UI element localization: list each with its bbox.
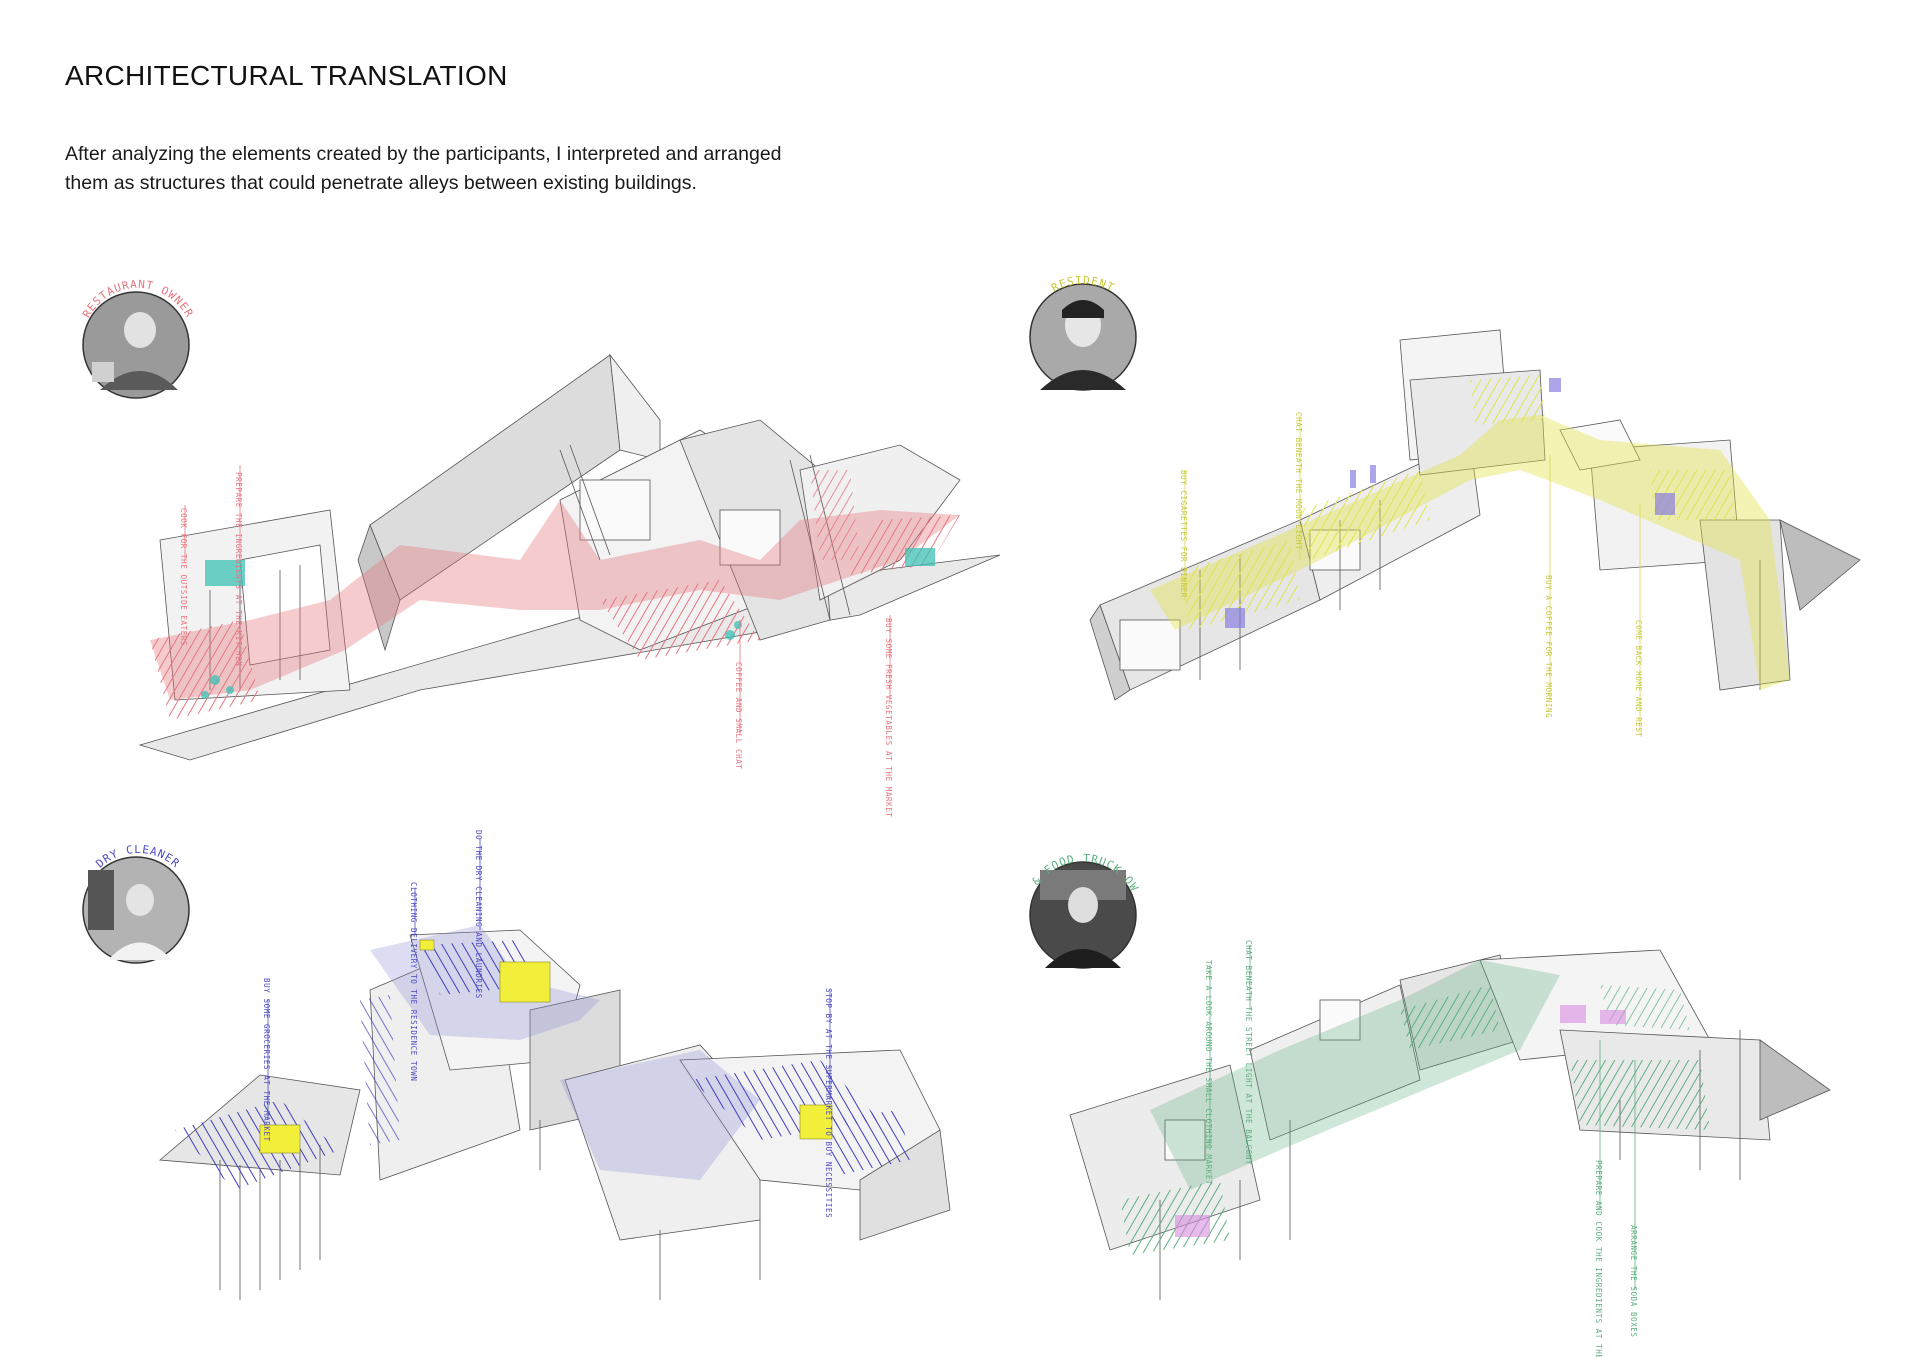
axonometric-drawing-restaurant: RESTAURANT OWNER <box>80 278 1001 818</box>
annotation-resident-4: COME BACK HOME AND REST <box>1634 620 1643 738</box>
intro-text: After analyzing the elements created by … <box>65 140 865 198</box>
annotation-dry-cleaner-3: BUY SOME GROCERIES AT THE MARKET <box>262 978 271 1142</box>
annotations-resident: CHAT BENEATH THE MOON LIGHT BUY CIGARETT… <box>1179 412 1643 738</box>
violet-highlight-objects <box>1225 378 1675 628</box>
avatar-pub-owner <box>1029 861 1137 969</box>
avatar-restaurant-owner <box>82 291 190 399</box>
annotation-restaurant-4: COFFEE AND SMALL CHAT <box>734 662 743 769</box>
annotation-restaurant-1: PREPARE THE INGREDIENTS AT THE KITCHEN <box>234 472 243 666</box>
activity-path-dry-cleaner <box>175 925 910 1190</box>
axonometric-drawing-dry-cleaner: DRY CLEANER <box>82 830 951 1300</box>
annotation-resident-3: BUY A COFFEE FOR THE MORNING <box>1544 575 1553 718</box>
annotation-dry-cleaner-2: CLOTHING DELIVERY TO THE RESIDENCE TOWN <box>409 882 418 1082</box>
annotation-resident-2: BUY CIGARETTES FOR DINNER <box>1179 470 1188 598</box>
pink-highlight-objects <box>1175 1005 1626 1237</box>
intro-line-1: After analyzing the elements created by … <box>65 143 782 165</box>
annotation-restaurant-3: BUY SOME FRESH VEGETABLES AT THE MARKET <box>884 618 893 818</box>
annotation-resident-1: CHAT BENEATH THE MOON LIGHT <box>1294 412 1303 550</box>
annotations-pub: CHAT BENEATH THE STREET LIGHT AT THE BAL… <box>1204 940 1638 1357</box>
role-label-pub: PUB & FOOD TRUCK OWNER <box>0 0 1141 894</box>
activity-path-restaurant <box>150 470 960 720</box>
annotation-pub-1: CHAT BENEATH THE STREET LIGHT AT THE BAL… <box>1244 940 1253 1165</box>
axonometric-drawing-resident: RESIDENT <box>1029 274 1861 738</box>
annotation-dry-cleaner-4: STOP BY AT THE SUPERMARKET TO BUY NECESS… <box>824 988 833 1218</box>
annotation-dry-cleaner-1: DO THE DRY CLEANING AND LAUNDRIES <box>474 830 483 999</box>
annotation-restaurant-2: COOK FOR THE OUTSIDE EATERS <box>179 508 188 646</box>
annotation-pub-4: ARRANGE THE SODA BOXES <box>1629 1225 1638 1338</box>
activity-path-resident <box>1150 375 1790 690</box>
annotations-restaurant: PREPARE THE INGREDIENTS AT THE KITCHEN C… <box>179 465 893 818</box>
avatar-dry-cleaner <box>82 856 190 964</box>
annotation-pub-3: PREPARE AND COOK THE INGREDIENTS AT THE … <box>1594 1160 1603 1357</box>
yellow-highlight-objects <box>259 939 833 1154</box>
avatar-resident <box>1029 283 1137 391</box>
page-title: ARCHITECTURAL TRANSLATION <box>65 60 508 91</box>
annotation-pub-2: TAKE A LOOK AROUND THE SMALL CLOTHING MA… <box>1204 960 1213 1185</box>
intro-line-2: them as structures that could penetrate … <box>65 172 697 194</box>
annotations-dry-cleaner: DO THE DRY CLEANING AND LAUNDRIES CLOTHI… <box>262 830 833 1218</box>
